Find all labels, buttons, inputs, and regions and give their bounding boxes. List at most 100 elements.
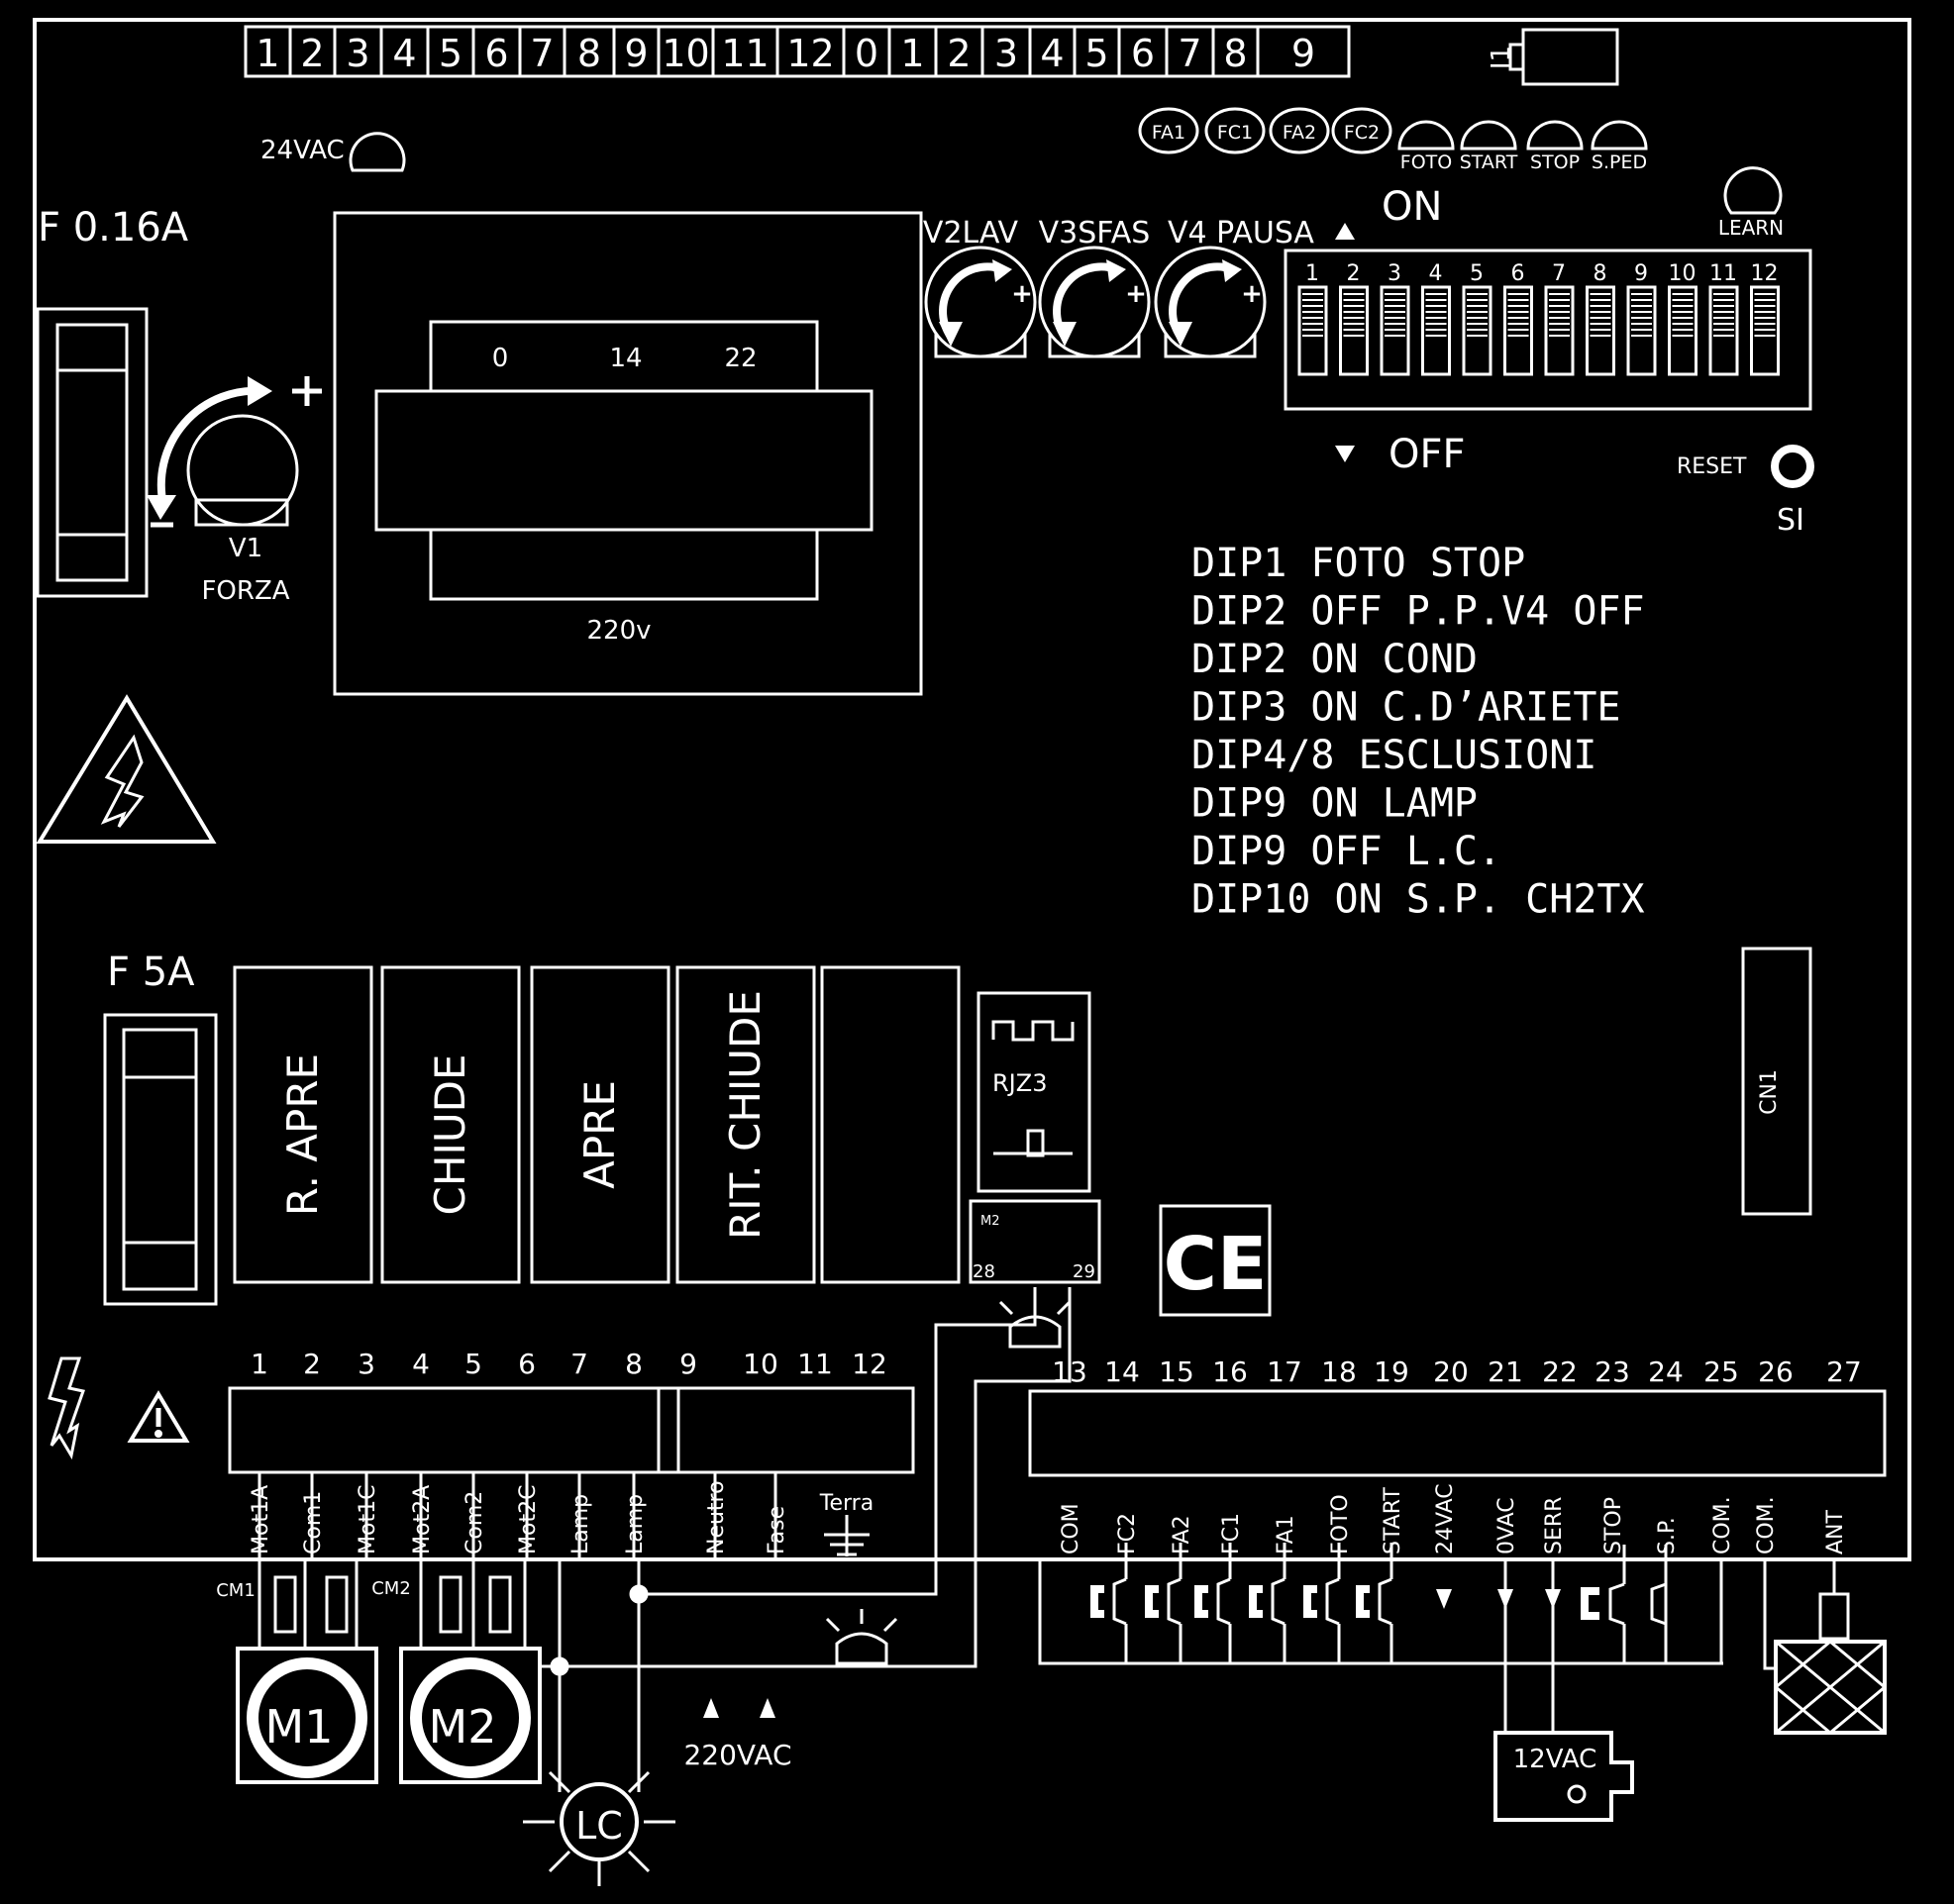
right-terminal-label: COM <box>1059 1503 1083 1554</box>
input-button-icon <box>1249 1585 1263 1618</box>
cn1-connector <box>1741 947 1812 1216</box>
input-contact <box>1325 1577 1340 1626</box>
ce-mark-box <box>1159 1204 1272 1317</box>
dip-switch <box>1708 285 1739 376</box>
dip-number: 10 <box>1669 261 1697 286</box>
top-terminal-number: 3 <box>994 32 1018 75</box>
left-terminal-number: 5 <box>464 1348 482 1380</box>
status-led-label: FC2 <box>1344 122 1380 144</box>
left-terminal-number: 9 <box>679 1348 697 1380</box>
status-led <box>1331 107 1392 154</box>
input-led-label: FOTO <box>1400 151 1452 173</box>
caution-icon <box>127 1390 190 1443</box>
right-terminal-number: 22 <box>1542 1355 1578 1388</box>
reset-pad <box>1771 445 1814 488</box>
top-terminal-number: 9 <box>1291 32 1315 75</box>
dip-legend-line: DIP4/8 ESCLUSIONI <box>1191 733 1596 778</box>
status-led-label: FC1 <box>1217 122 1253 144</box>
board-outline <box>33 18 1911 1561</box>
left-terminal-number: 7 <box>570 1348 588 1380</box>
right-terminal-label: SERR <box>1542 1497 1567 1554</box>
input-button-icon <box>1090 1585 1104 1618</box>
top-terminal-number: 4 <box>1040 32 1064 75</box>
right-terminal-number: 26 <box>1758 1355 1794 1388</box>
dip-number: 9 <box>1634 261 1648 286</box>
relay <box>380 965 521 1284</box>
input-contact <box>1216 1577 1231 1626</box>
right-terminal-number: 15 <box>1159 1355 1194 1388</box>
top-terminal-number: 6 <box>1131 32 1155 75</box>
fuse-bottom-label: F 5A <box>107 950 195 995</box>
trimmer-arrowhead <box>1169 322 1192 347</box>
left-terminal-label: Terra <box>819 1491 874 1516</box>
top-terminal-number: 5 <box>1084 32 1108 75</box>
m2-pin-28: 28 <box>973 1261 995 1282</box>
motor-m1: M1 <box>265 1700 334 1754</box>
dip-off-label: OFF <box>1388 432 1466 477</box>
trimmer-label: V2LAV <box>923 216 1019 251</box>
m2-pin-29: 29 <box>1073 1261 1095 1282</box>
led-24vac <box>349 132 406 172</box>
sp-contact <box>1650 1582 1667 1626</box>
dip-number: 6 <box>1511 261 1525 286</box>
dip-number: 7 <box>1552 261 1566 286</box>
top-terminal-number: 10 <box>662 32 709 75</box>
relay <box>675 965 816 1284</box>
i1-label: I1 <box>1487 46 1516 69</box>
dip-switch <box>1668 285 1697 376</box>
right-terminal-label: STOP <box>1601 1497 1626 1554</box>
trimmer-label: V3SFAS <box>1039 216 1151 251</box>
relay-label: CHIUDE <box>426 1054 474 1216</box>
trimmers: V2LAV+V3SFAS+V4 PAUSA+ <box>923 216 1314 358</box>
m2-connector <box>969 1199 1101 1284</box>
dip-legend-line: DIP3 ON C.D’ARIETE <box>1191 685 1620 731</box>
input-button-icon <box>1145 1585 1159 1618</box>
led-24vac-label: 24VAC <box>260 136 345 165</box>
lamp-lc: LC <box>575 1804 623 1848</box>
right-terminal-number: 18 <box>1321 1355 1357 1388</box>
right-terminal-label: COM. <box>1710 1496 1735 1554</box>
input-led <box>1460 120 1517 150</box>
dip-switch-block <box>1284 249 1812 411</box>
trimmer-arrowhead <box>1106 259 1126 282</box>
top-terminal-number: 5 <box>439 32 463 75</box>
dip-legend-line: DIP2 OFF P.P.V4 OFF <box>1191 589 1645 635</box>
top-terminal-number: 12 <box>786 32 834 75</box>
status-led <box>1204 107 1266 154</box>
left-terminal-number: 11 <box>797 1348 833 1380</box>
mains-label: 220VAC <box>683 1739 791 1771</box>
dip-switch <box>1626 285 1657 376</box>
input-led <box>1526 120 1584 150</box>
input-wiring <box>1038 1543 1887 1822</box>
input-contact <box>1167 1577 1182 1626</box>
top-terminal-number: 1 <box>256 32 279 75</box>
input-contact <box>1112 1577 1127 1626</box>
input-led <box>1591 120 1648 150</box>
input-button-icon <box>1356 1585 1370 1618</box>
dip-number: 5 <box>1470 261 1484 286</box>
trimmer-arrowhead <box>1222 259 1242 282</box>
dip-switch <box>1297 285 1328 376</box>
rjz-label: RJZ3 <box>992 1069 1047 1097</box>
relay <box>233 965 373 1284</box>
input-led-label: STOP <box>1530 151 1580 173</box>
right-terminal-number: 21 <box>1488 1355 1523 1388</box>
dip-switch <box>1462 285 1492 376</box>
lamp-wiring <box>523 1287 1072 1886</box>
right-terminal-number: 25 <box>1703 1355 1739 1388</box>
right-terminal-number: 16 <box>1212 1355 1248 1388</box>
right-terminal-number: 27 <box>1826 1355 1862 1388</box>
top-terminal-number: 2 <box>300 32 324 75</box>
dip-legend-line: DIP1 FOTO STOP <box>1191 541 1525 586</box>
trimmer-plus: + <box>1011 279 1033 309</box>
status-led-label: FA2 <box>1283 122 1316 144</box>
lamp-icon-wiring <box>825 1609 898 1665</box>
high-voltage-warning-icon <box>36 694 217 844</box>
top-terminal-number: 0 <box>855 32 878 75</box>
right-terminal-number: 17 <box>1267 1355 1302 1388</box>
dip-switch <box>1339 285 1369 376</box>
stop-contact <box>1608 1582 1625 1626</box>
